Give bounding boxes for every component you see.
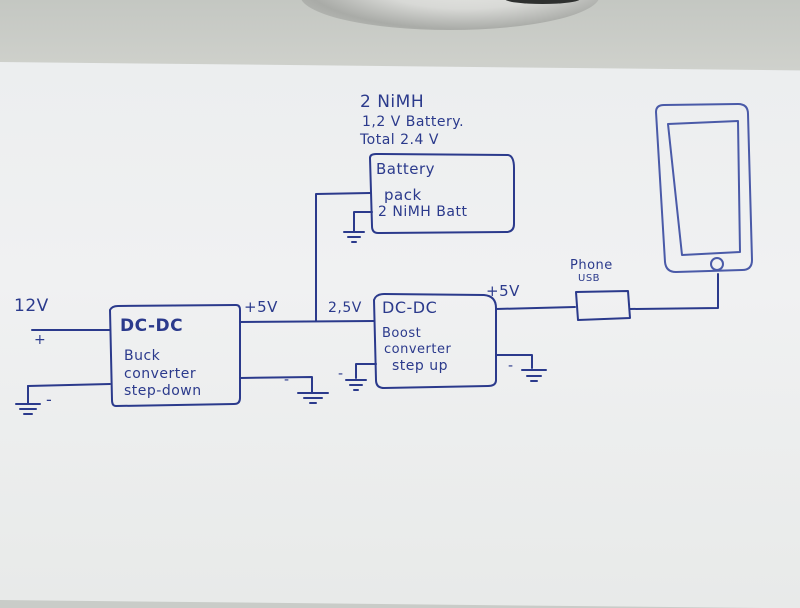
boost-ground-left-symbol — [345, 379, 367, 391]
battery-note-line3: Total 2.4 V — [360, 132, 439, 148]
buck-ground-minus-label: - — [284, 372, 290, 388]
boost-converter-label: converter — [384, 342, 452, 357]
buck-type-label: Buck — [124, 348, 161, 364]
battery-note-line1: 2 NiMH — [360, 92, 425, 112]
boost-input-voltage-label: 2,5V — [328, 300, 362, 316]
buck-stepdown-label: step-down — [124, 383, 202, 399]
boost-ground-right-symbol — [521, 369, 547, 382]
boost-ground-right-minus-label: - — [508, 358, 514, 374]
boost-ground-left-minus-label: - — [338, 366, 344, 382]
battery-ground-wire — [353, 211, 373, 233]
boost-stepup-label: step up — [392, 358, 448, 374]
buck-title-label: DC-DC — [120, 316, 184, 336]
input-minus-label: - — [46, 390, 53, 409]
blurred-object-base — [505, 0, 580, 4]
boost-output-wire — [495, 306, 576, 310]
buck-ground-symbol — [297, 392, 329, 404]
battery-box-line1: Battery — [376, 160, 436, 178]
usb-label-line1: Phone — [570, 258, 613, 273]
input-voltage-label: 12V — [14, 296, 49, 316]
battery-box-line2: pack — [384, 186, 422, 204]
boost-ground-left-wire — [355, 363, 377, 379]
buck-output-voltage-label: +5V — [244, 298, 278, 316]
usb-connector-box — [575, 290, 631, 321]
usb-to-phone-wire — [629, 273, 719, 310]
input-minus-wire — [27, 383, 111, 387]
boost-title-label: DC-DC — [382, 298, 438, 317]
buck-ground-wire — [239, 376, 313, 393]
boost-output-voltage-label: +5V — [486, 282, 520, 300]
buck-converter-label: converter — [124, 366, 197, 382]
battery-note-line2: 1,2 V Battery. — [362, 114, 465, 130]
battery-ground-symbol — [343, 231, 365, 243]
usb-label-line2: USB — [578, 273, 601, 284]
boost-type-label: Boost — [382, 326, 422, 341]
input-plus-label: + — [34, 332, 47, 348]
boost-ground-right-wire — [495, 354, 533, 369]
battery-wire — [315, 192, 371, 322]
battery-box-line3: 2 NiMH Batt — [378, 204, 468, 220]
buck-output-wire — [239, 320, 375, 323]
smartphone-icon — [655, 103, 753, 273]
buck-converter-box — [109, 304, 241, 407]
boost-converter-box — [373, 293, 497, 389]
input-ground-symbol — [15, 385, 41, 415]
battery-box — [369, 153, 515, 234]
